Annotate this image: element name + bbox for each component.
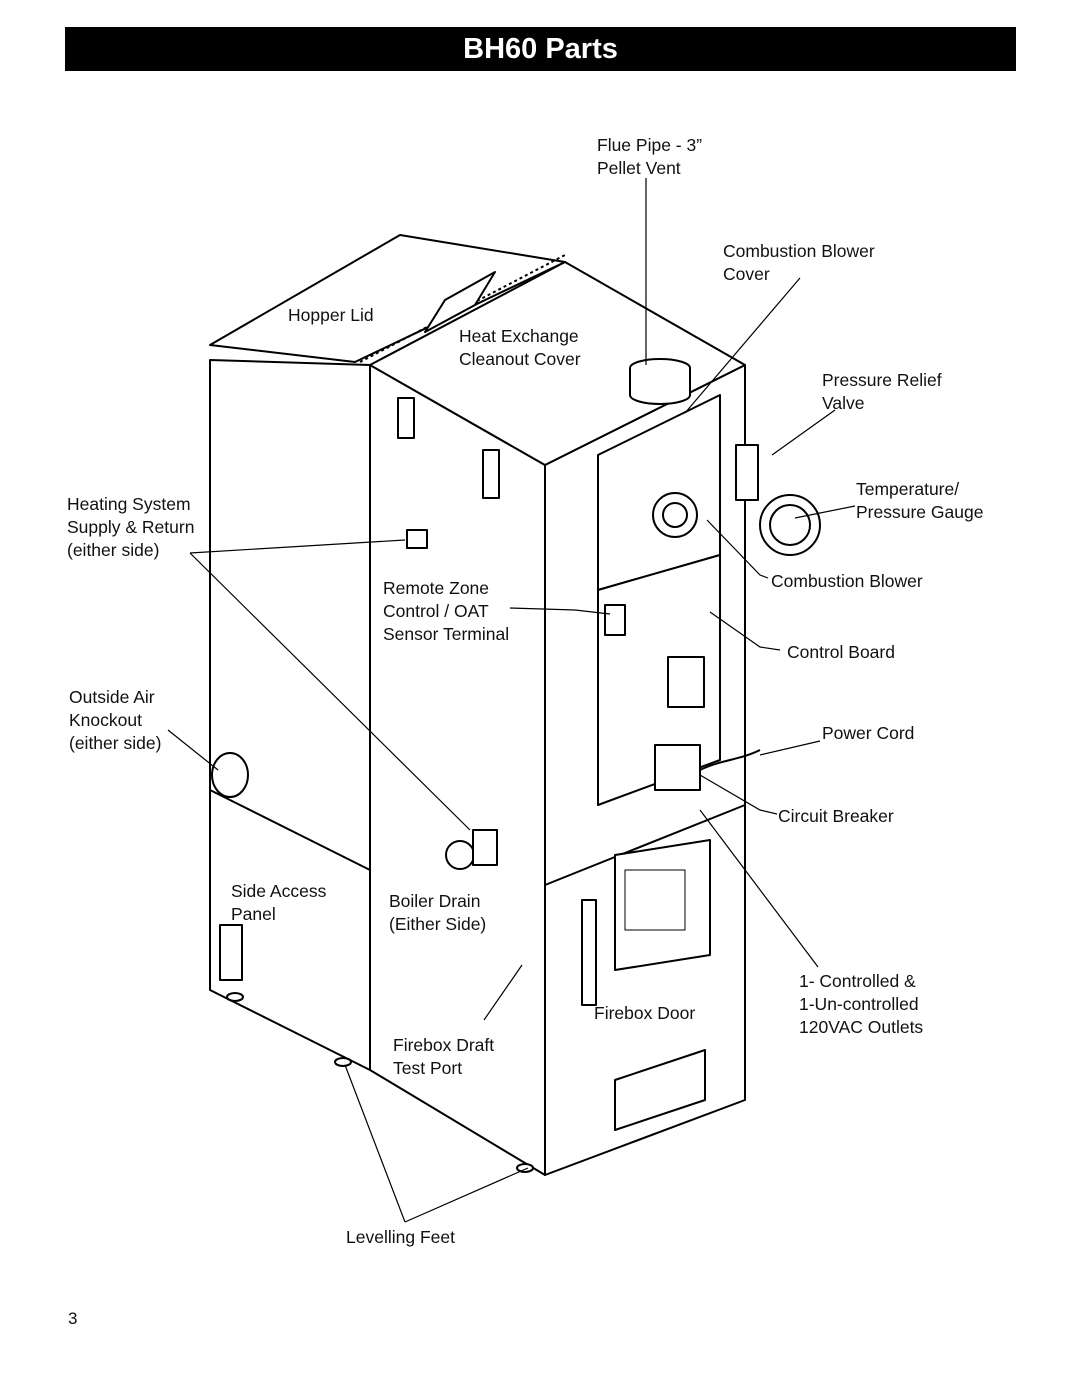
label-outlets: 1- Controlled & 1-Un-controlled 120VAC O… <box>799 971 924 1037</box>
latch <box>482 449 500 499</box>
outside-air-knockout <box>211 752 249 798</box>
top-cover <box>369 261 746 466</box>
label-outside-air-knockout: Outside Air Knockout (either side) <box>69 687 162 753</box>
breaker-panel <box>654 744 701 791</box>
page-title: BH60 Parts <box>65 27 1016 71</box>
label-combustion-blower: Combustion Blower <box>771 571 923 591</box>
label-power-cord: Power Cord <box>822 723 915 743</box>
label-firebox-door: Firebox Door <box>594 1003 696 1023</box>
control-display <box>667 656 705 708</box>
warning-label <box>614 1049 706 1131</box>
latch <box>397 397 415 439</box>
label-heat-exchange-cleanout: Heat Exchange Cleanout Cover <box>459 326 581 369</box>
levelling-foot <box>516 1163 534 1173</box>
label-firebox-draft: Firebox Draft Test Port <box>393 1035 495 1078</box>
label-combustion-blower-cover: Combustion Blower Cover <box>723 241 875 284</box>
label-temperature-pressure-gauge: Temperature/ Pressure Gauge <box>856 479 984 522</box>
label-boiler-drain: Boiler Drain (Either Side) <box>389 891 487 934</box>
label-remote-zone: Remote Zone Control / OAT Sensor Termina… <box>383 578 510 644</box>
leader-lines <box>167 178 856 1223</box>
pressure-relief-valve <box>735 444 759 501</box>
label-heating-system: Heating System Supply & Return (either s… <box>67 494 195 560</box>
boiler-drain <box>445 840 475 870</box>
label-pressure-relief-valve: Pressure Relief Valve <box>822 370 942 413</box>
label-circuit-breaker: Circuit Breaker <box>778 806 894 826</box>
label-control-board: Control Board <box>787 642 895 662</box>
label-levelling-feet: Levelling Feet <box>346 1227 455 1247</box>
label-hopper-lid: Hopper Lid <box>288 305 374 325</box>
label-side-access-panel: Side Access Panel <box>231 881 327 924</box>
page-number: 3 <box>68 1309 78 1328</box>
power-cord <box>699 749 761 771</box>
heating-connection <box>406 529 428 549</box>
control-board-panel <box>597 554 721 806</box>
boiler-illustration <box>209 234 821 1176</box>
levelling-foot <box>334 1057 352 1067</box>
firebox-door-handle <box>581 899 597 1006</box>
label-flue-pipe: Flue Pipe - 3” Pellet Vent <box>597 135 703 178</box>
side-vent <box>219 924 243 981</box>
hopper-handle <box>424 271 496 333</box>
levelling-foot <box>226 992 244 1002</box>
terminal-block <box>604 604 626 636</box>
